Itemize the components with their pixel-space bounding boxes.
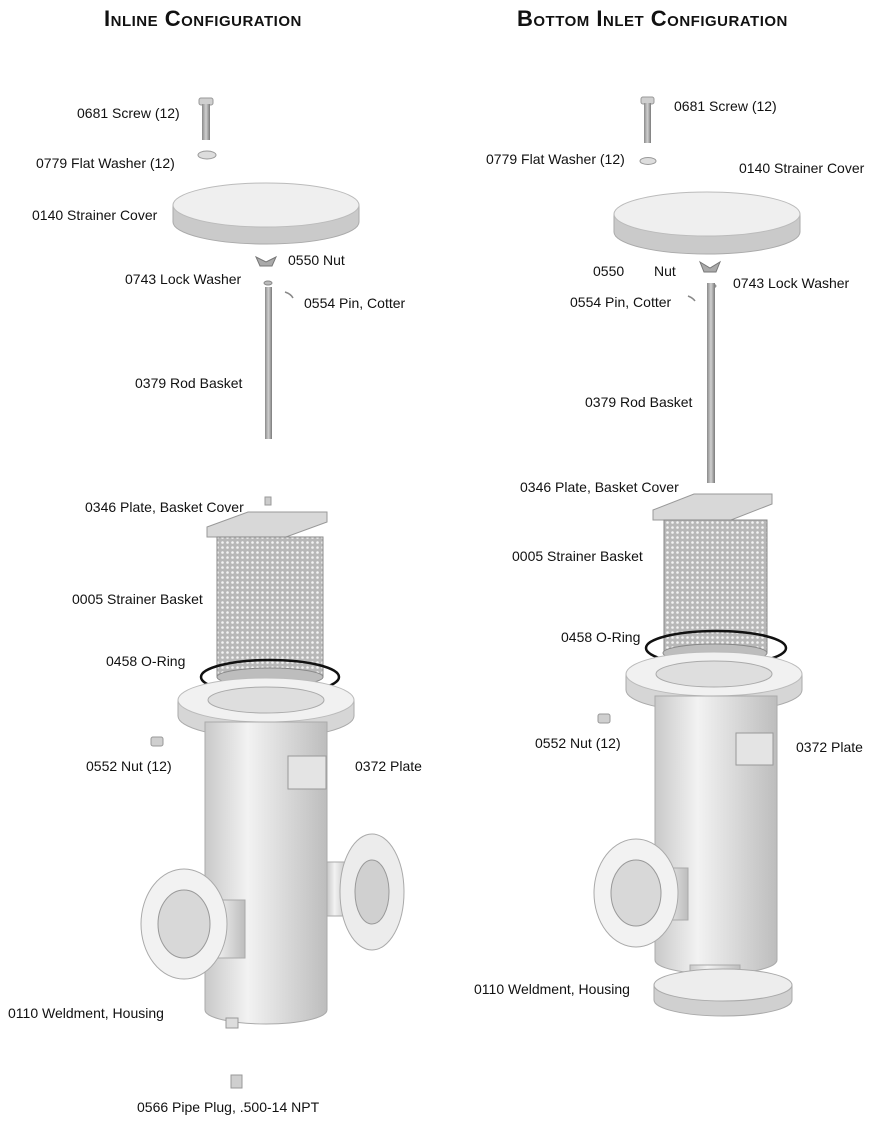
plate-basket-cover-part [206,511,328,538]
label-flat-washer: 0779 Flat Washer (12) [486,151,625,167]
label-strainer-cover: 0140 Strainer Cover [32,207,158,223]
label-o-ring: 0458 O-Ring [561,629,641,645]
label-plate-basket-cover: 0346 Plate, Basket Cover [520,479,679,495]
nut-12-part [150,736,164,747]
outlet-flange-part [326,833,405,951]
label-plate: 0372 Plate [796,739,863,755]
label-pipe-plug: 0566 Pipe Plug, .500-14 NPT [137,1099,320,1115]
strainer-basket-part [216,536,324,687]
flat-washer-part [197,150,217,160]
label-o-ring: 0458 O-Ring [106,653,186,669]
right-title: Bottom Inlet Configuration [517,6,788,31]
label-nut: Nut [654,263,676,279]
lock-washer-part [263,280,273,286]
strainer-cover-part [613,191,801,255]
label-lock-washer: 0743 Lock Washer [125,271,242,287]
label-flat-washer: 0779 Flat Washer (12) [36,155,175,171]
plate-basket-cover-part [652,493,773,521]
rod-basket-part [707,283,715,483]
label-plate-basket-cover: 0346 Plate, Basket Cover [85,499,244,515]
strainer-basket-part [662,519,768,663]
cotter-pin-part [687,295,696,302]
label-pin-cotter: 0554 Pin, Cotter [304,295,406,311]
strainer-cover-part [172,182,360,245]
label-screw: 0681 Screw (12) [77,105,180,121]
label-lock-washer: 0743 Lock Washer [733,275,850,291]
label-rod-basket: 0379 Rod Basket [135,375,243,391]
left-assembly [140,97,405,1089]
label-nut-12: 0552 Nut (12) [86,758,172,774]
label-nut: 0550 Nut [288,252,345,268]
label-rod-basket: 0379 Rod Basket [585,394,693,410]
label-strainer-basket: 0005 Strainer Basket [512,548,643,564]
inlet-flange-part [140,868,246,980]
label-screw: 0681 Screw (12) [674,98,777,114]
label-nut-12: 0552 Nut (12) [535,735,621,751]
label-strainer-basket: 0005 Strainer Basket [72,591,203,607]
screw-part [198,97,214,140]
label-plate: 0372 Plate [355,758,422,774]
nut-12-part [597,713,611,724]
right-assembly [593,96,803,1017]
label-nut-code: 0550 [593,263,625,279]
label-pin-cotter: 0554 Pin, Cotter [570,294,672,310]
flat-washer-part [639,157,657,165]
label-strainer-cover: 0140 Strainer Cover [739,160,865,176]
pipe-plug-part [230,1074,243,1089]
nut-part [698,260,722,273]
label-weldment-housing: 0110 Weldment, Housing [8,1005,164,1021]
cotter-pin-part [284,291,294,299]
rod-basket-part [265,287,272,439]
screw-part [640,96,655,143]
plate-part [735,732,774,766]
plate-part [287,755,327,790]
left-title: Inline Configuration [104,6,302,31]
nut-part [254,255,278,267]
inlet-flange-part [593,838,689,948]
bottom-flange-part [653,964,793,1017]
label-weldment-housing: 0110 Weldment, Housing [474,981,630,997]
